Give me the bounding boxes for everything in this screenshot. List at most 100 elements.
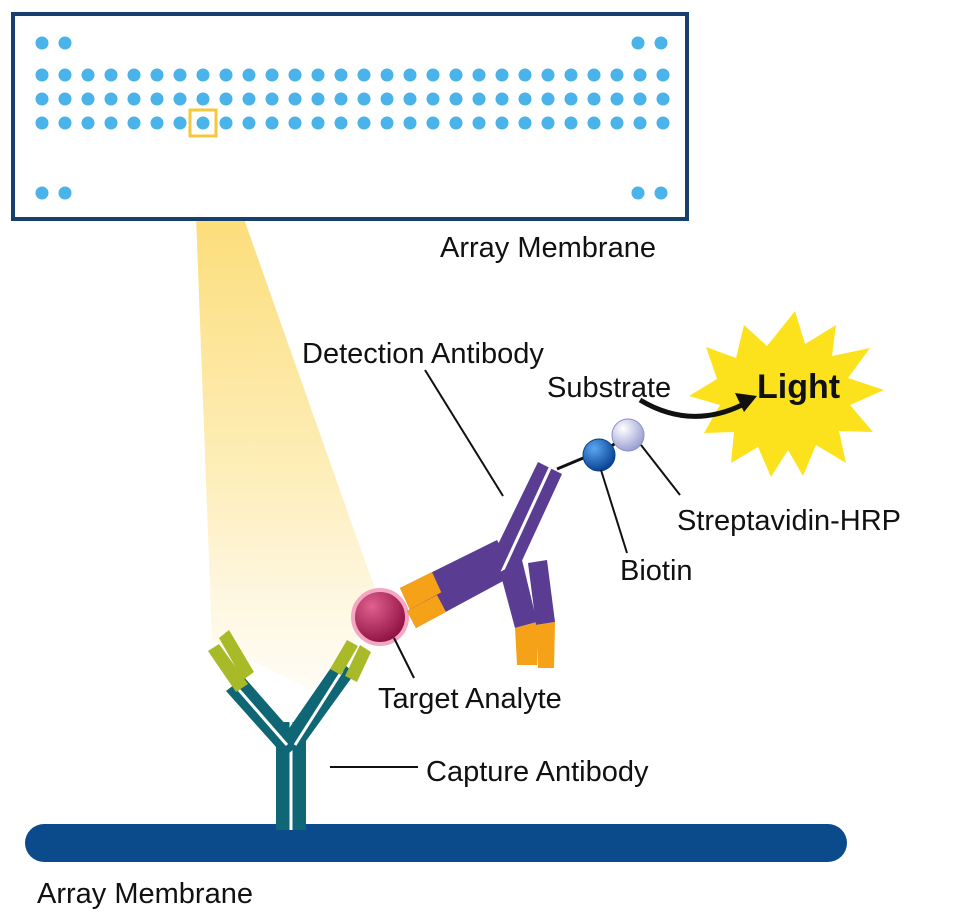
array-spot — [104, 92, 118, 106]
array-spot — [288, 68, 302, 82]
substrate-label: Substrate — [547, 372, 671, 404]
substrate-arrow-head — [735, 393, 757, 412]
array-spot — [58, 36, 72, 50]
array-spot — [472, 68, 486, 82]
array-spot — [357, 92, 371, 106]
array-spot — [265, 92, 279, 106]
array-spot — [288, 92, 302, 106]
array-spot — [242, 68, 256, 82]
array-spot — [58, 92, 72, 106]
array-spot — [127, 116, 141, 130]
array-spot — [449, 68, 463, 82]
array-spot — [587, 68, 601, 82]
detection-antibody — [400, 462, 562, 668]
streptavidin-hrp-label: Streptavidin-HRP — [677, 505, 901, 537]
biotin-label: Biotin — [620, 555, 693, 587]
array-spot — [334, 92, 348, 106]
array-spot — [631, 36, 645, 50]
array-spot — [58, 116, 72, 130]
detection-leader — [424, 369, 504, 497]
array-spot — [495, 68, 509, 82]
array-spot — [196, 116, 210, 130]
array-spot — [265, 68, 279, 82]
array-spot — [219, 68, 233, 82]
array-spot — [81, 92, 95, 106]
strep-leader — [640, 444, 681, 496]
detection-antibody-label: Detection Antibody — [302, 338, 544, 370]
array-membrane-top-label: Array Membrane — [440, 232, 656, 264]
array-spot — [311, 92, 325, 106]
array-membrane-panel — [11, 12, 689, 221]
array-spot — [541, 92, 555, 106]
array-spot — [219, 116, 233, 130]
array-spot — [472, 116, 486, 130]
array-spot — [311, 116, 325, 130]
streptavidin-hrp — [611, 418, 645, 452]
array-spot — [357, 116, 371, 130]
array-spot — [380, 116, 394, 130]
array-spot — [104, 68, 118, 82]
array-spot — [35, 92, 49, 106]
biotin — [582, 438, 616, 472]
array-spot — [449, 92, 463, 106]
array-spot — [587, 92, 601, 106]
array-spot — [633, 68, 647, 82]
array-spot — [35, 36, 49, 50]
array-spot — [173, 68, 187, 82]
array-spot — [610, 92, 624, 106]
array-spots — [35, 36, 670, 200]
light-burst — [689, 311, 884, 477]
array-spot — [127, 68, 141, 82]
array-spot — [633, 92, 647, 106]
array-spot — [288, 116, 302, 130]
array-spot — [518, 92, 532, 106]
array-spot — [654, 36, 668, 50]
biotin-leader — [600, 469, 628, 554]
highlighted-spot-box — [188, 108, 218, 138]
array-spot — [357, 68, 371, 82]
array-spot — [564, 116, 578, 130]
array-spot — [173, 116, 187, 130]
substrate-arrow — [638, 397, 744, 419]
light-label: Light — [757, 368, 840, 406]
array-membrane-bottom-label: Array Membrane — [37, 878, 253, 910]
array-spot — [196, 68, 210, 82]
array-spot — [656, 116, 670, 130]
array-frame — [11, 12, 689, 221]
array-spot — [242, 92, 256, 106]
target-analyte-label: Target Analyte — [378, 683, 562, 715]
array-spot — [35, 116, 49, 130]
array-spot — [127, 92, 141, 106]
array-spot — [587, 116, 601, 130]
array-spot — [610, 116, 624, 130]
array-spot — [472, 92, 486, 106]
array-spot — [150, 92, 164, 106]
array-spot — [150, 116, 164, 130]
array-spot — [541, 68, 555, 82]
array-spot — [58, 186, 72, 200]
array-spot — [242, 116, 256, 130]
array-spot — [380, 92, 394, 106]
array-spot — [219, 92, 233, 106]
array-spot — [495, 116, 509, 130]
array-spot — [265, 116, 279, 130]
array-spot — [81, 116, 95, 130]
capture-antibody-label: Capture Antibody — [426, 756, 649, 788]
array-spot — [426, 68, 440, 82]
array-spot — [311, 68, 325, 82]
array-spot — [380, 68, 394, 82]
array-spot — [150, 68, 164, 82]
array-spot — [541, 116, 555, 130]
analyte-leader — [393, 637, 415, 679]
array-spot — [518, 116, 532, 130]
capture-antibody — [208, 630, 371, 830]
array-spot — [564, 92, 578, 106]
array-spot — [495, 92, 509, 106]
zoom-beam — [193, 137, 383, 690]
array-spot — [656, 68, 670, 82]
target-analyte — [351, 588, 409, 646]
array-spot — [656, 92, 670, 106]
array-spot — [81, 68, 95, 82]
array-spot — [58, 68, 72, 82]
